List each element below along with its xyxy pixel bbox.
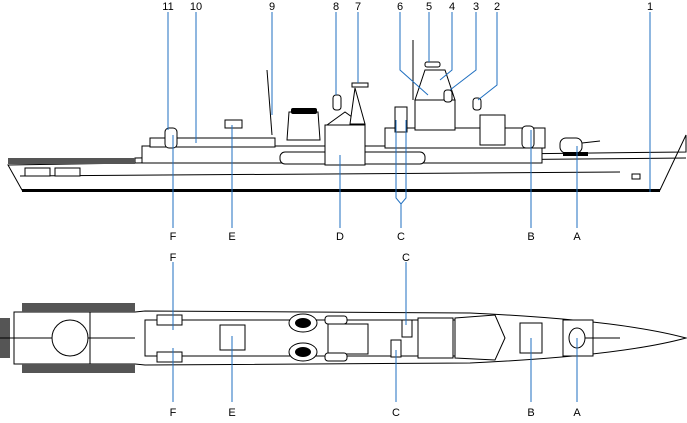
side-top-labels: 11 10 9 8 7 6 5 4 3 2 1 — [162, 1, 653, 13]
label-4: 4 — [449, 1, 455, 13]
plan-label-B: B — [527, 407, 534, 419]
plan-label-F-top: F — [170, 252, 177, 264]
plan-labels: F C F E C B A — [170, 252, 582, 419]
side-superstructure — [141, 40, 601, 166]
label-B: B — [527, 231, 534, 243]
label-D: D — [336, 231, 344, 243]
label-C: C — [397, 231, 405, 243]
side-bottom-leaders — [172, 120, 578, 228]
label-6: 6 — [397, 1, 403, 13]
side-view: 11 10 9 8 7 6 5 4 3 2 1 F E D C B A — [7, 1, 687, 243]
label-5: 5 — [426, 1, 432, 13]
side-top-leaders — [167, 12, 651, 192]
label-11: 11 — [162, 1, 173, 13]
label-2: 2 — [494, 1, 500, 13]
label-3: 3 — [473, 1, 479, 13]
plan-label-A: A — [573, 407, 581, 419]
plan-label-C-top: C — [402, 252, 410, 264]
label-A: A — [573, 231, 581, 243]
side-bottom-labels: F E D C B A — [170, 231, 582, 243]
label-1: 1 — [647, 1, 653, 13]
plan-leaders — [172, 262, 578, 402]
plan-hull — [0, 303, 687, 373]
plan-label-E: E — [228, 407, 235, 419]
label-9: 9 — [269, 1, 275, 13]
label-8: 8 — [333, 1, 339, 13]
label-10: 10 — [190, 1, 202, 13]
label-7: 7 — [355, 1, 361, 13]
plan-view: F C F E C B A — [0, 252, 687, 419]
label-E: E — [228, 231, 235, 243]
plan-label-F-bottom: F — [170, 407, 177, 419]
plan-label-C-bottom: C — [392, 407, 400, 419]
label-F: F — [170, 231, 177, 243]
